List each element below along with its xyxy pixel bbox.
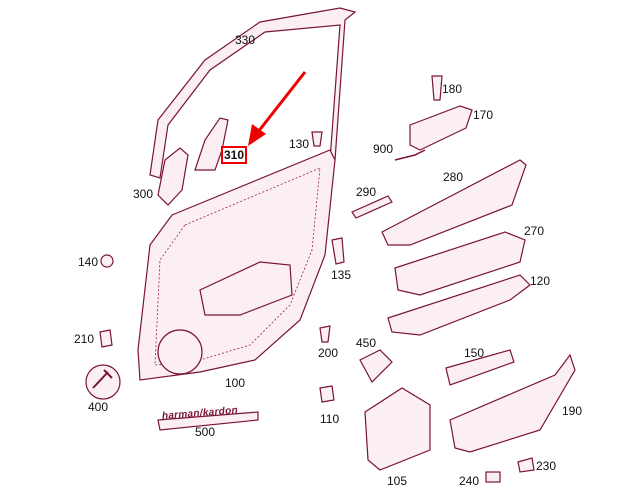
callout-130[interactable]: 130 (289, 137, 310, 151)
callout-500[interactable]: 500 (195, 425, 216, 439)
speaker-cover-detail (92, 369, 113, 389)
part-200[interactable] (319, 325, 331, 343)
part-150[interactable] (445, 349, 515, 386)
callout-240[interactable]: 240 (459, 474, 480, 488)
callout-280[interactable]: 280 (443, 170, 464, 184)
part-135[interactable] (331, 237, 345, 265)
part-400[interactable] (85, 364, 121, 400)
callout-450[interactable]: 450 (356, 336, 377, 350)
callout-200[interactable]: 200 (318, 346, 339, 360)
part-100-door-panel[interactable] (137, 149, 336, 381)
part-280[interactable] (381, 159, 527, 246)
callout-310-highlighted[interactable]: 310 (221, 146, 248, 164)
callout-290[interactable]: 290 (356, 185, 377, 199)
part-230[interactable] (517, 457, 535, 473)
part-120[interactable] (387, 274, 531, 336)
highlight-arrow (256, 71, 307, 133)
callout-140[interactable]: 140 (78, 255, 99, 269)
callout-120[interactable]: 120 (530, 274, 551, 288)
callout-170[interactable]: 170 (473, 108, 494, 122)
part-130[interactable] (311, 131, 323, 147)
part-140[interactable] (100, 254, 114, 268)
callout-110[interactable]: 110 (320, 412, 340, 426)
callout-150[interactable]: 150 (464, 346, 485, 360)
callout-210[interactable]: 210 (74, 332, 95, 346)
speaker-opening (157, 329, 203, 375)
part-270[interactable] (394, 231, 526, 296)
part-500-badge[interactable] (157, 411, 259, 431)
part-310[interactable] (194, 117, 229, 171)
part-190[interactable] (449, 353, 576, 453)
part-240[interactable] (485, 471, 501, 483)
part-170[interactable] (409, 105, 473, 151)
callout-270[interactable]: 270 (524, 224, 545, 238)
callout-230[interactable]: 230 (536, 459, 557, 473)
part-900[interactable] (394, 149, 426, 161)
callout-400[interactable]: 400 (88, 400, 109, 414)
part-300[interactable] (157, 147, 189, 206)
callout-300[interactable]: 300 (133, 187, 154, 201)
part-290[interactable] (351, 195, 393, 219)
callout-190[interactable]: 190 (562, 404, 583, 418)
highlight-arrow-head (248, 124, 266, 146)
part-110[interactable] (319, 385, 335, 403)
part-180[interactable] (431, 75, 443, 101)
callout-330[interactable]: 330 (235, 33, 256, 47)
part-105[interactable] (364, 387, 431, 471)
part-door-pocket (199, 261, 293, 316)
callout-900[interactable]: 900 (373, 142, 394, 156)
door-panel-outline (154, 167, 321, 366)
callout-180[interactable]: 180 (442, 82, 463, 96)
callout-135[interactable]: 135 (331, 268, 352, 282)
part-210[interactable] (99, 329, 113, 348)
callout-100[interactable]: 100 (225, 376, 246, 390)
part-450[interactable] (359, 349, 393, 383)
callout-105[interactable]: 105 (387, 474, 408, 488)
